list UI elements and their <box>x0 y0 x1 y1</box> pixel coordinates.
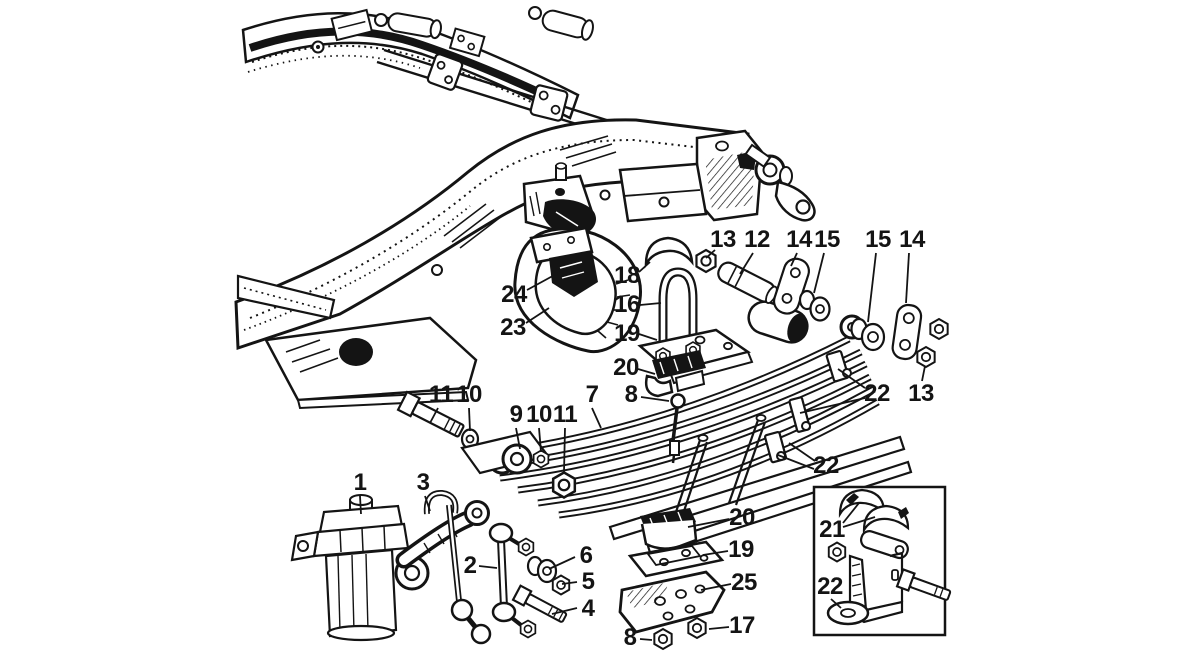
leader-line-16 <box>639 302 662 306</box>
leader-line-17 <box>708 626 730 630</box>
shackle-loop <box>513 226 642 354</box>
gusset-plate <box>236 274 478 410</box>
leader-line-22 <box>830 598 842 609</box>
leader-line-10 <box>538 427 542 453</box>
link-fasteners <box>511 555 571 623</box>
leader-line-5 <box>561 581 578 585</box>
far-chassis-rail <box>241 6 594 120</box>
leader-line-9 <box>515 427 521 450</box>
leader-line-20 <box>637 368 656 375</box>
leader-line-7 <box>591 407 602 429</box>
centre-bolt <box>669 393 686 464</box>
leader-line-18 <box>638 261 651 273</box>
leader-line-15 <box>813 252 825 294</box>
leader-line-24 <box>526 271 561 291</box>
leader-line-19 <box>638 333 658 341</box>
leader-line-3 <box>424 495 431 512</box>
leader-line-19 <box>702 550 729 556</box>
leader-line-6 <box>548 556 576 570</box>
leader-line-21 <box>842 516 876 528</box>
lower-clamp-stack <box>618 508 726 650</box>
leader-line-25 <box>700 583 732 591</box>
leader-line-21 <box>842 502 860 524</box>
leader-line-2 <box>478 565 498 569</box>
leader-line-14 <box>905 252 910 304</box>
u-bolt <box>658 267 698 354</box>
leader-line-15 <box>867 252 877 323</box>
leader-line-11 <box>563 427 566 473</box>
buffer-half <box>644 236 694 269</box>
leader-line-8 <box>640 396 670 402</box>
crossmember-bracket <box>522 162 708 237</box>
leader-lines <box>359 249 926 641</box>
leader-line-11 <box>429 407 439 424</box>
leader-line-13 <box>705 249 716 259</box>
leader-line-4 <box>551 607 578 615</box>
shackle-hardware <box>695 248 949 368</box>
spring-clamp-upper <box>644 350 706 398</box>
leader-line-12 <box>739 252 754 275</box>
leader-line-22 <box>799 397 866 414</box>
leader-line-22 <box>837 368 866 389</box>
leader-line-10 <box>468 407 471 432</box>
leader-line-8 <box>639 638 653 641</box>
leader-line-14 <box>790 252 798 267</box>
damper-arm <box>395 500 490 569</box>
steering-damper <box>290 494 430 642</box>
leader-line-20 <box>687 518 730 528</box>
leader-line-23 <box>525 307 550 324</box>
leader-line-13 <box>921 365 926 382</box>
rail-end-bracket <box>695 129 816 222</box>
leader-line-1 <box>359 495 362 515</box>
drop-link-right <box>488 522 537 639</box>
leader-line-22 <box>788 442 816 462</box>
leader-line-22 <box>777 454 815 470</box>
inset-box <box>812 485 952 637</box>
